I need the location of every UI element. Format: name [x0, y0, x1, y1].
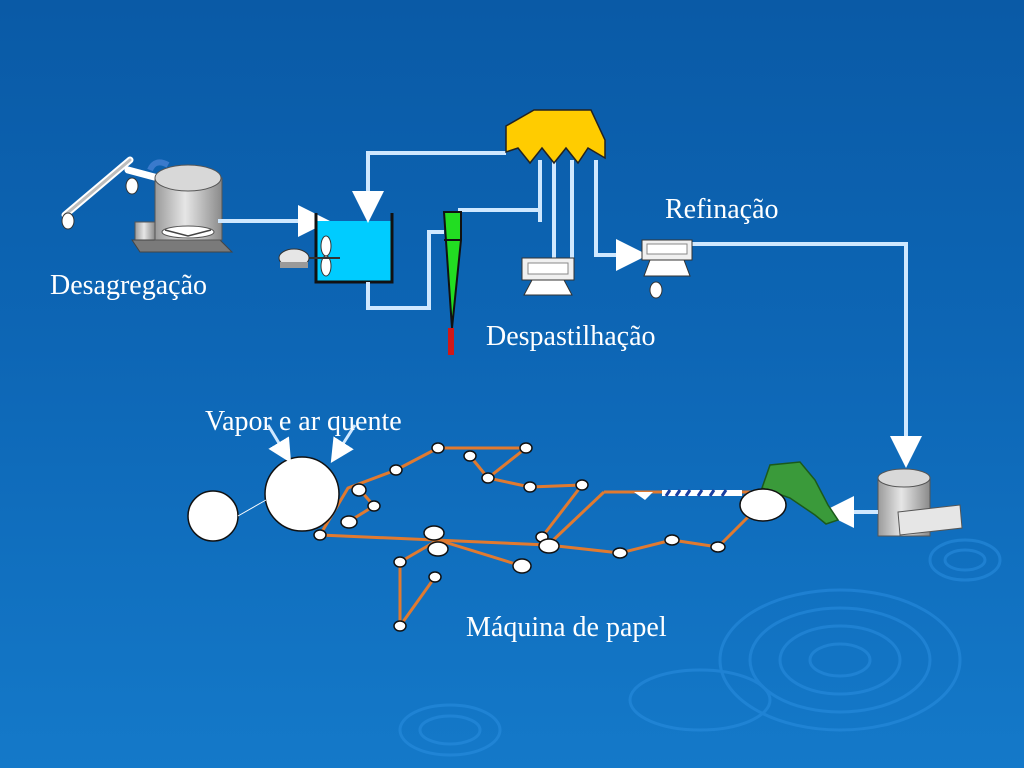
deflaker-machine — [521, 257, 575, 296]
label-vapor: Vapor e ar quente — [205, 406, 402, 437]
label-despastilhacao: Despastilhação — [486, 321, 656, 352]
dryer-cylinder — [264, 456, 340, 532]
label-refinacao: Refinação — [665, 194, 779, 225]
label-maquina: Máquina de papel — [466, 612, 667, 643]
refiner-machine — [641, 239, 693, 299]
label-desagregacao: Desagregação — [50, 270, 207, 301]
pipes-upper — [366, 151, 908, 460]
pulper-machine — [61, 156, 234, 253]
reel-roll — [187, 490, 239, 542]
paper-web — [237, 499, 267, 517]
couch-roll — [739, 488, 787, 522]
machine-chest — [877, 468, 963, 537]
forming-wire — [634, 489, 742, 500]
hydrocyclone — [442, 211, 462, 355]
paper-machine-rolls — [187, 442, 787, 632]
background-ripples — [398, 538, 1002, 757]
refiner-head — [505, 109, 606, 165]
headbox — [761, 461, 840, 525]
stock-tank — [305, 213, 394, 284]
agitator-motor — [278, 248, 310, 268]
vapor-arrows — [266, 424, 357, 464]
